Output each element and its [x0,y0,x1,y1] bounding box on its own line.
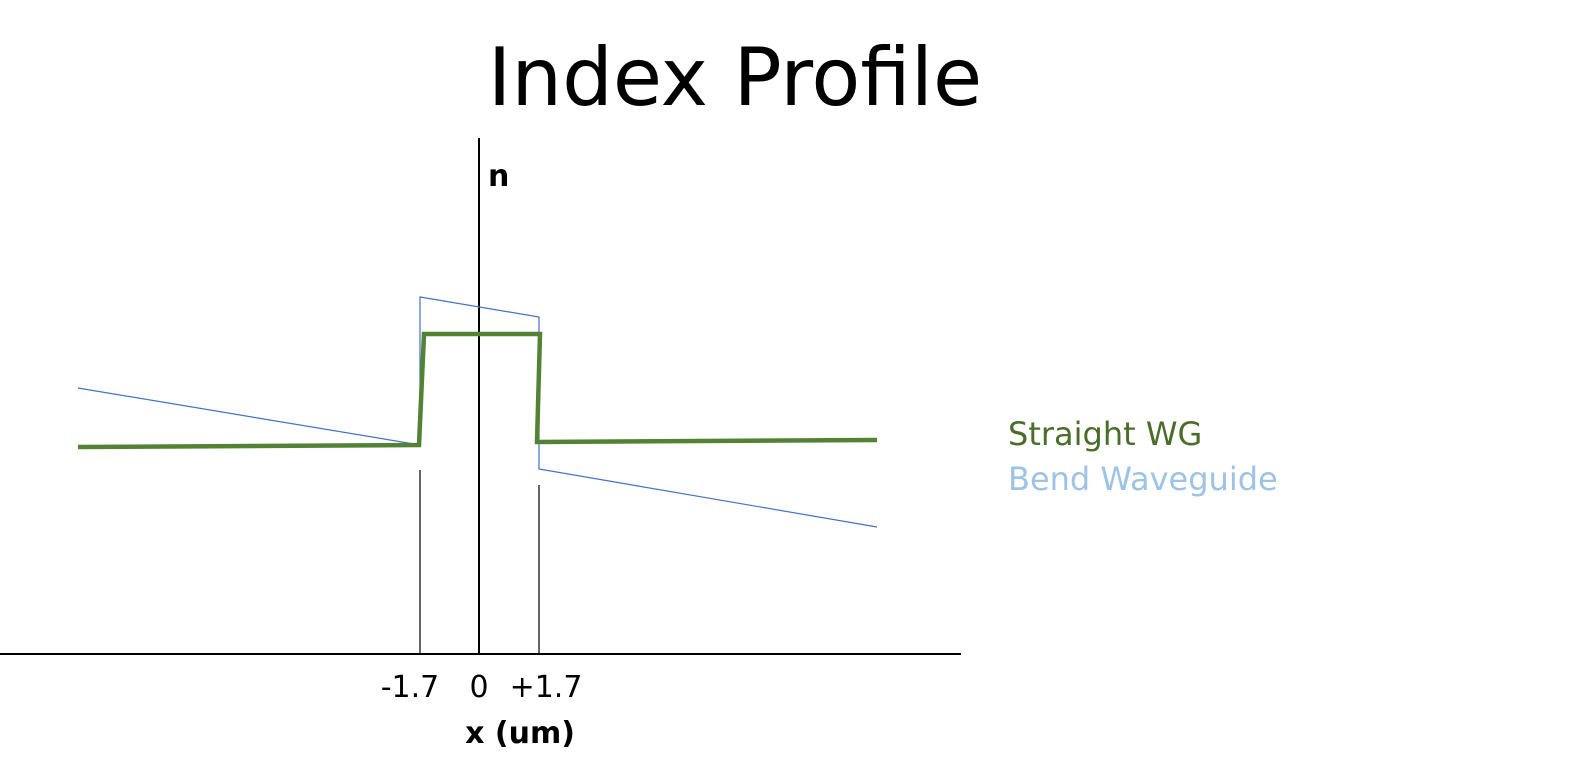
straight-wg-profile [77,331,878,450]
tick-label-neg-1-7: -1.7 [381,670,440,705]
tick-label-0: 0 [469,670,488,705]
tick-label-pos-1-7: +1.7 [510,670,583,705]
diagram-title: Index Profile [487,31,983,124]
bend-waveguide-profile [77,296,878,528]
y-axis-label: n [488,159,509,194]
legend-item-bend-waveguide: Bend Waveguide [1008,460,1278,498]
legend-item-straight-wg: Straight WG [1008,415,1203,453]
legend: Straight WG Bend Waveguide [1008,412,1278,502]
x-axis-label: x (um) [465,716,575,751]
